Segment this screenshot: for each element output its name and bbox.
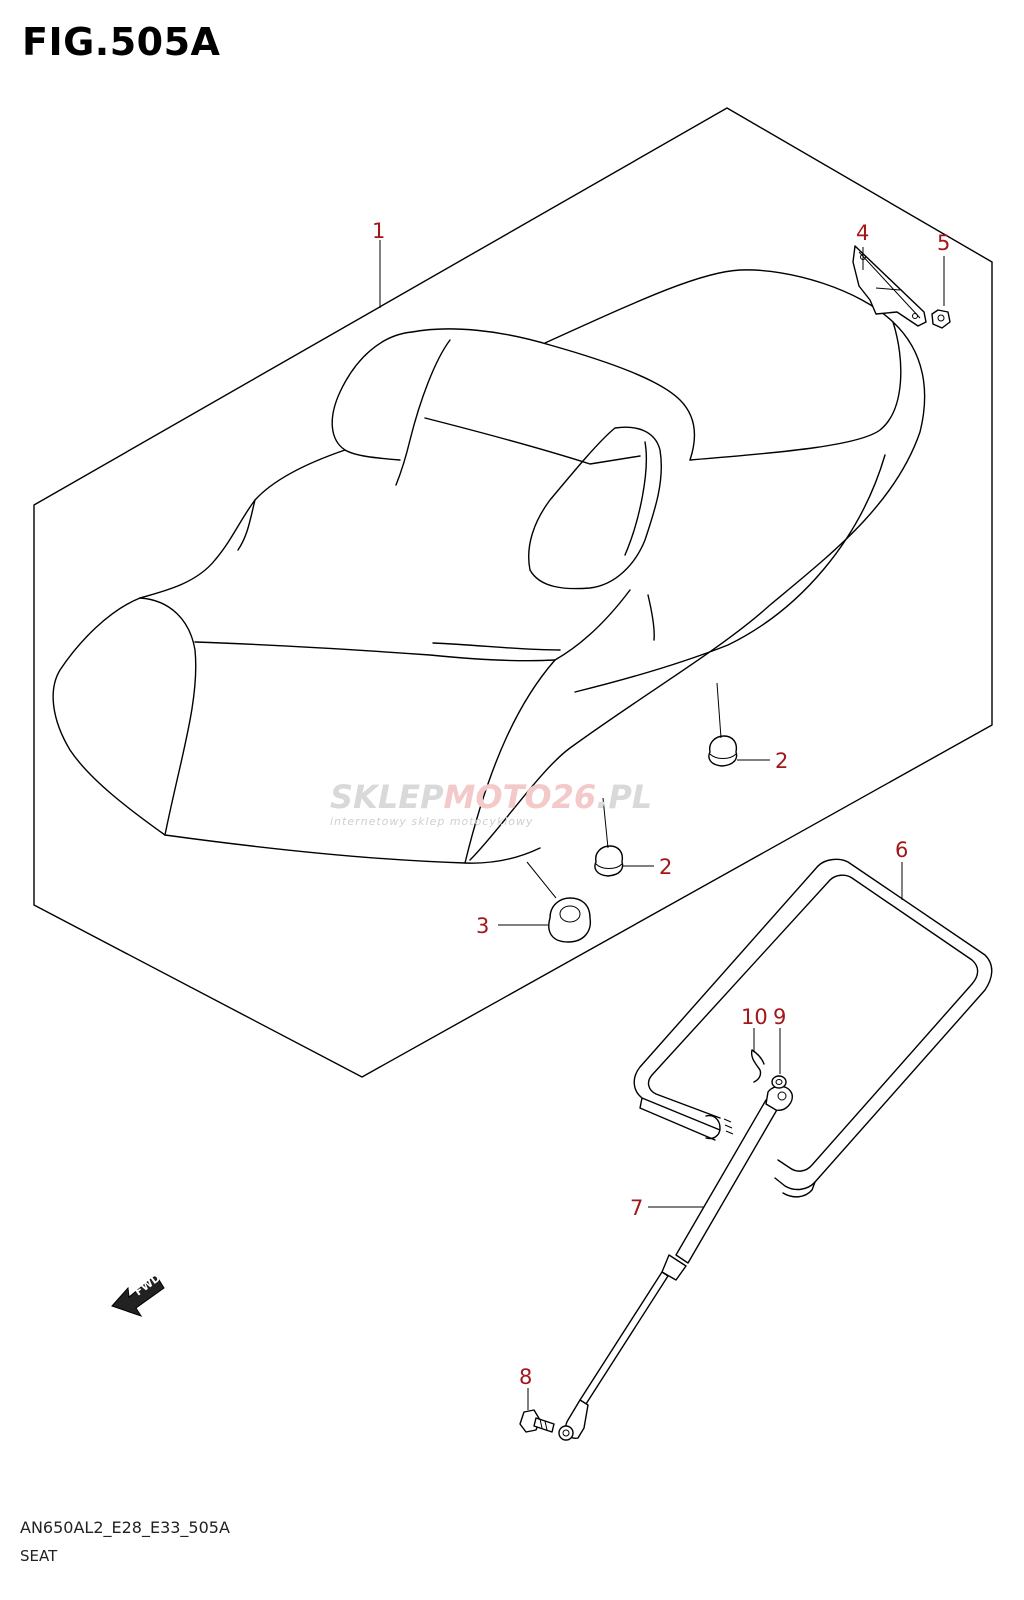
damper[interactable] — [558, 1085, 793, 1441]
seat-assembly[interactable] — [52, 269, 926, 864]
callout-9[interactable]: 9 — [773, 1005, 786, 1029]
fwd-arrow-icon: FWD — [111, 1271, 165, 1317]
cushion-a[interactable] — [708, 735, 738, 767]
seal[interactable] — [633, 858, 993, 1198]
bracket[interactable] — [852, 245, 927, 327]
callout-8[interactable]: 8 — [519, 1365, 532, 1389]
callout-6[interactable]: 6 — [895, 838, 908, 862]
assembly-boundary — [33, 107, 993, 1078]
watermark-prefix: SKLEP — [330, 778, 444, 816]
watermark-badge: 26 — [552, 778, 597, 816]
callout-4[interactable]: 4 — [856, 221, 869, 245]
callout-2b[interactable]: 2 — [659, 855, 672, 879]
callout-5[interactable]: 5 — [937, 231, 950, 255]
callout-1[interactable]: 1 — [372, 219, 385, 243]
callout-7[interactable]: 7 — [630, 1196, 643, 1220]
leader-lines — [379, 240, 945, 1410]
nut[interactable] — [931, 309, 951, 329]
watermark-suffix: .PL — [596, 778, 652, 816]
callout-2a[interactable]: 2 — [775, 749, 788, 773]
figure-title: FIG.505A — [22, 20, 221, 64]
callout-3[interactable]: 3 — [476, 914, 489, 938]
svg-text:SKLEPMOTO26.PL: SKLEPMOTO26.PL — [330, 778, 652, 816]
cushion-b[interactable] — [594, 845, 624, 877]
washer[interactable] — [771, 1075, 787, 1089]
figure-code: AN650AL2_E28_E33_505A — [20, 1518, 230, 1537]
figure-name: SEAT — [20, 1547, 58, 1565]
watermark-logo: SKLEPMOTO26.PL internetowy sklep motocyk… — [330, 778, 652, 828]
cushion-large[interactable] — [548, 897, 592, 943]
callout-10[interactable]: 10 — [741, 1005, 768, 1029]
clip[interactable] — [750, 1049, 765, 1083]
watermark-subtitle: internetowy sklep motocyklowy — [330, 815, 534, 828]
watermark-accent: MOTO — [444, 778, 552, 816]
bolt[interactable] — [519, 1409, 555, 1433]
